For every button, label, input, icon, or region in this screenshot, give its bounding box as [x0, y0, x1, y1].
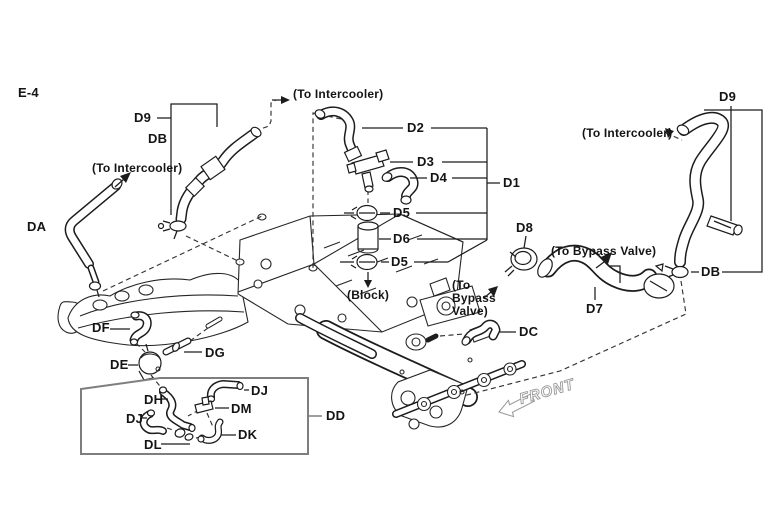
clamps-dl — [161, 428, 194, 445]
hose-d7 — [537, 244, 675, 300]
front-direction-arrow: FRONT — [498, 375, 578, 418]
callout-d2: D2 — [407, 120, 425, 135]
note-to-intercooler-center: (To Intercooler) — [293, 87, 384, 101]
front-label: FRONT — [517, 376, 577, 408]
clamp-d5-upper — [350, 204, 378, 222]
dd-parts-box — [80, 377, 322, 455]
fitting-d9-right — [706, 215, 743, 236]
hose-df — [110, 311, 152, 346]
dashed-connectors — [102, 99, 687, 439]
tube-d6 — [357, 221, 379, 254]
callout-db-right: DB — [701, 264, 721, 279]
hose-d2 — [314, 106, 363, 163]
callout-d6: D6 — [393, 231, 411, 246]
callout-dm: DM — [231, 401, 252, 416]
tee-fitting-d3 — [346, 149, 390, 193]
callout-dh: DH — [144, 392, 164, 407]
hose-dc — [461, 286, 516, 346]
hose-d4 — [381, 167, 419, 205]
engine-assembly — [57, 213, 526, 430]
callout-dj-top: DJ — [251, 383, 269, 398]
hose-dj-left — [139, 409, 167, 435]
note-to-bypass-valve-dc-line1: (To — [452, 278, 471, 292]
callout-da: DA — [27, 219, 47, 234]
callout-d9-right: D9 — [719, 89, 737, 104]
hose-dh — [158, 386, 196, 433]
hose-db-left — [157, 126, 262, 240]
callout-de: DE — [110, 357, 129, 372]
callout-dl: DL — [144, 437, 162, 452]
tee-dm — [194, 396, 229, 414]
valve-de — [128, 343, 162, 381]
callout-db-left: DB — [148, 131, 168, 146]
hose-dk — [197, 418, 236, 444]
hose-d9-right — [665, 111, 729, 268]
callout-d5-lower: D5 — [391, 254, 409, 269]
note-block: (Block) — [347, 288, 390, 302]
note-to-bypass-valve-dc-line2: Bypass — [452, 291, 496, 305]
note-to-intercooler-left: (To Intercooler) — [92, 161, 183, 175]
callout-dk: DK — [238, 427, 258, 442]
callout-d3: D3 — [417, 154, 435, 169]
note-to-intercooler-right: (To Intercooler) — [582, 126, 673, 140]
note-to-bypass-valve-d7: (To Bypass Valve) — [551, 244, 657, 258]
callout-df: DF — [92, 320, 110, 335]
callout-d4: D4 — [430, 170, 448, 185]
pipe-dg — [162, 337, 202, 356]
callout-dc: DC — [519, 324, 539, 339]
callout-d1: D1 — [503, 175, 521, 190]
hose-dj-top — [206, 380, 249, 403]
clamp-d8 — [504, 235, 538, 277]
clamp-d5-lower — [350, 253, 378, 271]
callout-dj-left: DJ — [126, 411, 144, 426]
bracket-d9-left — [157, 103, 218, 215]
bracket-d1 — [340, 127, 500, 263]
hose-da — [64, 172, 131, 298]
block-arrow — [364, 272, 372, 288]
page-code-label: E-4 — [18, 85, 39, 100]
callout-d8: D8 — [516, 220, 534, 235]
callout-d7: D7 — [586, 301, 604, 316]
to-intercooler-center-arrow — [272, 96, 290, 104]
callout-dg: DG — [205, 345, 225, 360]
bracket-d9-right — [691, 106, 763, 273]
callout-d9-left: D9 — [134, 110, 152, 125]
callout-dd: DD — [326, 408, 346, 423]
callout-d5-upper: D5 — [393, 205, 411, 220]
note-to-bypass-valve-dc-line3: Valve) — [452, 304, 488, 318]
